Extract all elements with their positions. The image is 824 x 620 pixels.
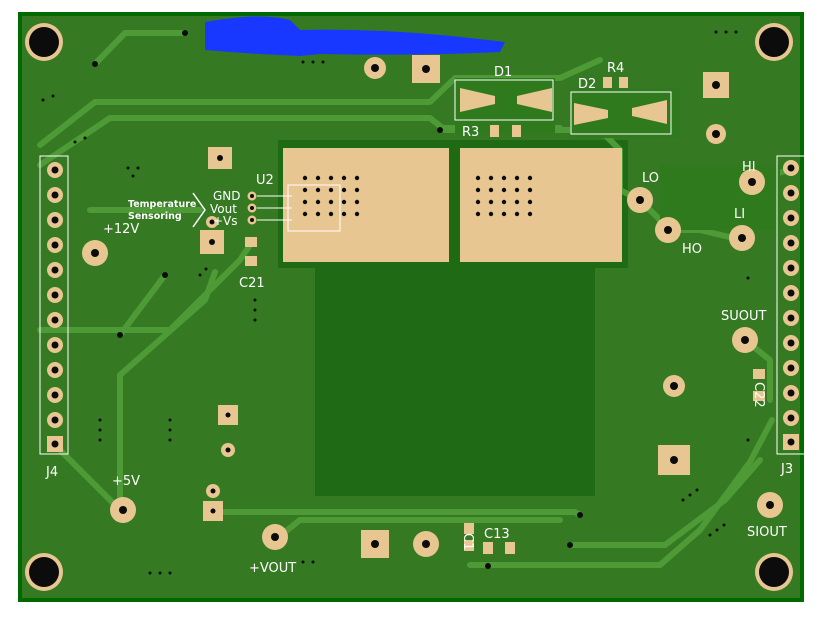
j3-header xyxy=(776,155,806,455)
label-c21: C21 xyxy=(239,276,265,291)
label-12v: +12V xyxy=(103,222,139,237)
label-gnd: GND xyxy=(213,189,241,203)
label-ho: HO xyxy=(682,242,702,257)
mounting-holes xyxy=(25,23,793,591)
label-hi: HI xyxy=(742,160,756,175)
u2-pins xyxy=(247,191,292,225)
temperature-arrow xyxy=(192,192,206,228)
label-sensoring: Sensoring xyxy=(128,211,182,222)
square-pads xyxy=(200,55,729,558)
label-d1: D1 xyxy=(494,65,512,80)
label-temperature: Temperature xyxy=(128,199,196,210)
label-j3: J3 xyxy=(780,462,793,477)
j4-header xyxy=(39,155,69,455)
label-u2: U2 xyxy=(256,173,274,188)
label-d2: D2 xyxy=(578,77,596,92)
smd-parts xyxy=(245,77,765,554)
label-5v: +5V xyxy=(112,474,140,489)
through-hole-pads xyxy=(82,57,783,557)
label-suout: SUOUT xyxy=(721,309,767,324)
label-siout: SIOUT xyxy=(747,525,787,540)
label-vout: Vout xyxy=(210,202,237,216)
heatsink-area xyxy=(315,262,595,496)
silkscreen-text: D1 D2 R4 R3 U2 GND Vout +Vs Temperature … xyxy=(45,61,793,576)
large-pad-left xyxy=(283,148,449,262)
label-j4: J4 xyxy=(45,465,58,480)
label-r4: R4 xyxy=(607,61,624,76)
label-vout-pin: +VOUT xyxy=(249,561,296,576)
large-pad-right xyxy=(460,148,622,262)
label-c22: C22 xyxy=(751,382,766,408)
label-c1: C1 xyxy=(460,533,475,550)
label-vs: +Vs xyxy=(213,214,238,228)
stitching-vias xyxy=(41,30,750,575)
label-li: LI xyxy=(734,207,745,222)
label-lo: LO xyxy=(642,171,659,186)
label-c13: C13 xyxy=(484,527,510,542)
diode-d1 xyxy=(454,79,554,121)
diode-d2 xyxy=(570,91,672,135)
redaction-scribble xyxy=(205,16,505,57)
thermal-vias xyxy=(302,175,533,217)
label-r3: R3 xyxy=(462,125,479,140)
